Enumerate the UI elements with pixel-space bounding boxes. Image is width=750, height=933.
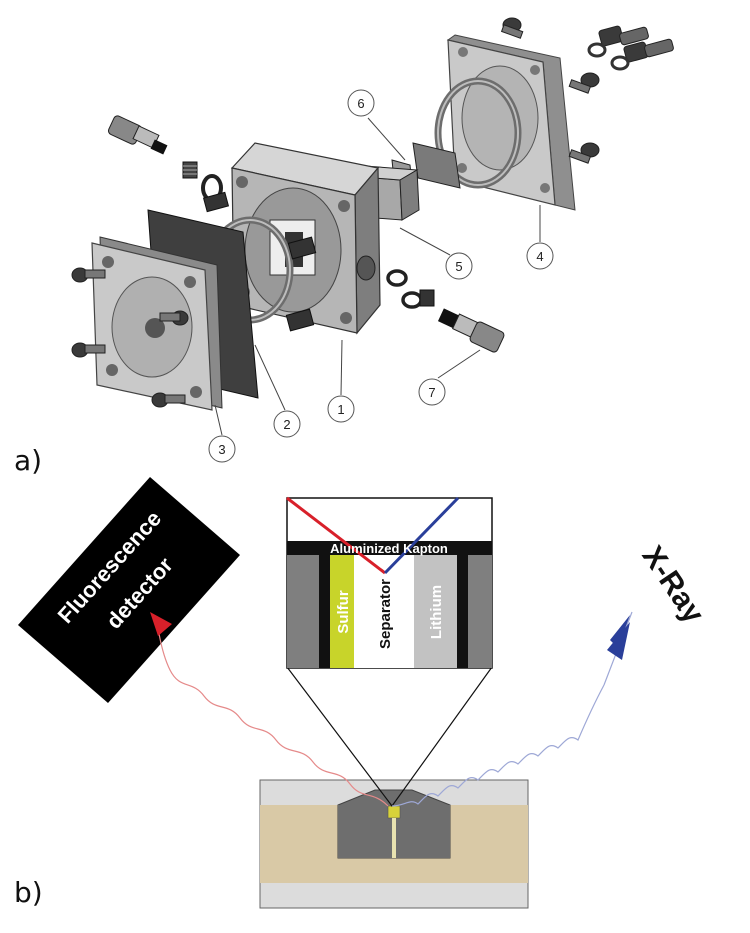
fluorescence-arrowhead [150,612,172,636]
fluorescence-ray [150,612,389,807]
callout-leaders [214,117,541,436]
panel-b-label: b) [14,876,43,909]
callout-4: 4 [526,242,554,270]
sulfur-label: Sulfur [335,590,352,633]
callout-6: 6 [347,89,375,117]
callout-3-label: 3 [218,442,225,457]
callout-7-label: 7 [428,385,435,400]
callout-1-label: 1 [337,402,344,417]
schematic-panel-b: Aluminized Kapton Sulfur Separator Lithi… [18,477,711,909]
separator-label: Separator [377,579,394,649]
callout-1: 1 [327,395,355,423]
xray-ray [391,611,633,807]
connector-top-left [107,115,168,155]
part-1-cell-body [230,142,381,335]
callout-5: 5 [445,252,473,280]
lithium-label: Lithium [428,585,445,639]
xray-label: X-Ray [635,540,710,629]
kapton-layer [287,541,492,555]
exploded-cell-drawing: 1 2 3 4 5 6 7 [71,17,674,463]
magnified-inset: Aluminized Kapton Sulfur Separator Lithi… [286,496,493,669]
part-7-connector [437,308,505,353]
cell-cross-section [259,779,529,909]
callout-2: 2 [273,410,301,438]
screw-set-front [71,267,189,408]
callout-4-label: 4 [536,249,543,264]
callout-6-label: 6 [357,96,364,111]
xray-arrowhead [610,615,630,648]
springs-and-washers [182,161,435,332]
callout-5-label: 5 [455,259,462,274]
o-ring-back-highlight [437,80,519,186]
panel-a-label: a) [14,444,42,477]
callout-7: 7 [418,378,446,406]
kapton-label: Aluminized Kapton [330,541,448,556]
callout-2-label: 2 [283,417,290,432]
screw-set-top-right [500,17,674,164]
lithium-layer [414,555,457,668]
sulfur-layer [330,555,354,668]
part-3-front-plate [91,236,223,411]
fluorescence-detector: Fluorescence detector [18,477,240,703]
callout-3: 3 [208,435,236,463]
